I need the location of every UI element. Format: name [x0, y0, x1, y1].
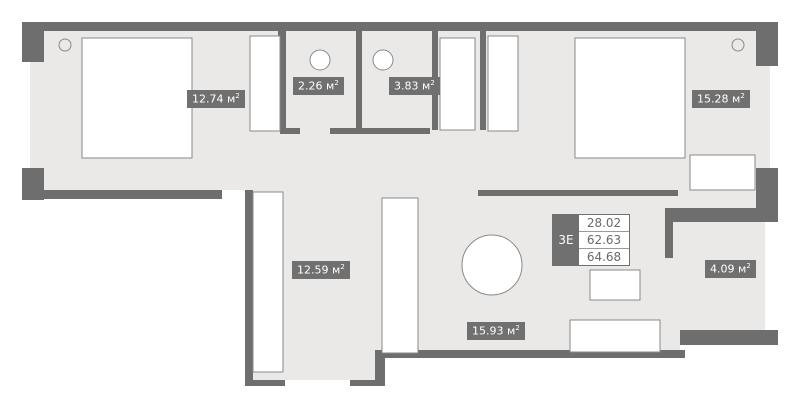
nightstand-lamp [58, 38, 72, 52]
room-label-wc: 2.26 м2 [293, 77, 344, 95]
coffee-table [589, 269, 641, 301]
wardrobe-left [249, 35, 281, 132]
sofa [569, 319, 661, 353]
room-label-hallway: 12.59 м2 [292, 261, 350, 279]
room-label-bedroom-1: 12.74 м2 [187, 90, 245, 108]
room-label-balcony: 4.09 м2 [705, 260, 756, 278]
wardrobe-hall [252, 191, 284, 373]
info-value: 64.68 [579, 249, 629, 265]
room-label-bedroom-2: 15.28 м2 [692, 90, 750, 108]
apartment-info-box: 3E 28.02 62.63 64.68 [552, 214, 630, 266]
info-value: 62.63 [579, 232, 629, 249]
room-label-kitchen-living: 15.93 м2 [467, 322, 525, 340]
desk [689, 154, 756, 191]
dining-table [461, 234, 523, 296]
toilet-2 [372, 49, 394, 71]
walls [22, 22, 778, 386]
bed-right [574, 37, 686, 159]
apartment-code: 3E [553, 215, 579, 265]
room-label-bathroom: 3.83 м2 [389, 77, 440, 95]
bed-left [81, 37, 193, 159]
kitchen-counter [381, 197, 419, 354]
info-value: 28.02 [579, 215, 629, 232]
bathtub [439, 37, 476, 131]
wardrobe-right [487, 35, 519, 132]
nightstand-lamp-2 [731, 38, 745, 52]
toilet [309, 49, 331, 71]
